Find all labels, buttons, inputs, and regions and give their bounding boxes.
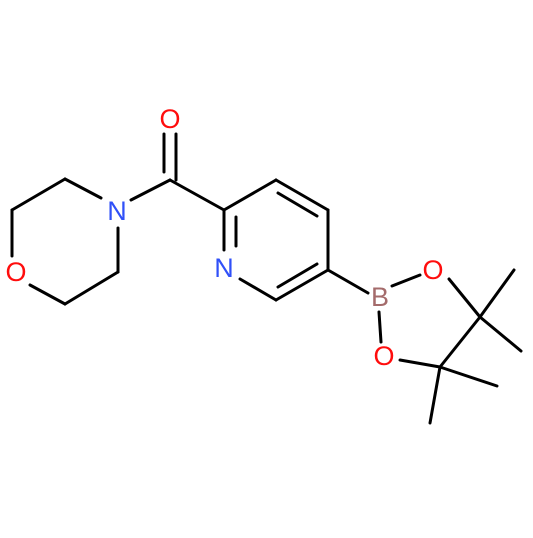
bond-o2-b [377,310,383,344]
bond-pyr-c6-n [238,277,278,302]
bond-methyl-3 [438,365,499,388]
atom-labels: O N O N B O O [5,104,443,371]
bond-pyr-c3-c4 [274,178,330,212]
bond-methyl-4 [428,365,442,425]
bond-pyr-c5-c6-inner [276,262,319,289]
bond-morph-2 [10,177,67,212]
atom-label-carbonyl-oxygen: O [159,104,180,134]
atom-label-dioxaborolane-oxygen-top: O [422,255,443,285]
bond-carbonyl-n [129,178,172,202]
bond-methyl-1 [478,268,516,319]
bonds [10,132,523,425]
bond-pyr-c3-c4-inner [276,191,319,218]
bond-c-b [326,268,370,295]
atom-label-pyridine-nitrogen: N [214,253,234,283]
atom-label-morpholine-nitrogen: N [107,196,127,226]
bond-c-c [438,315,482,369]
bond-morph-5 [63,270,120,306]
atom-label-dioxaborolane-oxygen-bottom: O [373,341,394,371]
bond-carbonyl-pyridine [168,178,226,212]
bond-methyl-2 [478,315,523,353]
bond-pyr-c2-c3 [222,178,278,212]
bond-o1-c [447,277,482,319]
bond-morph-1 [63,177,103,200]
bond-pyr-c5-c6 [274,268,330,302]
bond-morph-4 [28,283,67,306]
bond-c-o2 [398,358,442,369]
atom-label-morpholine-oxygen: O [5,257,26,287]
atom-label-boron: B [371,282,389,312]
bond-b-o1 [390,273,422,288]
